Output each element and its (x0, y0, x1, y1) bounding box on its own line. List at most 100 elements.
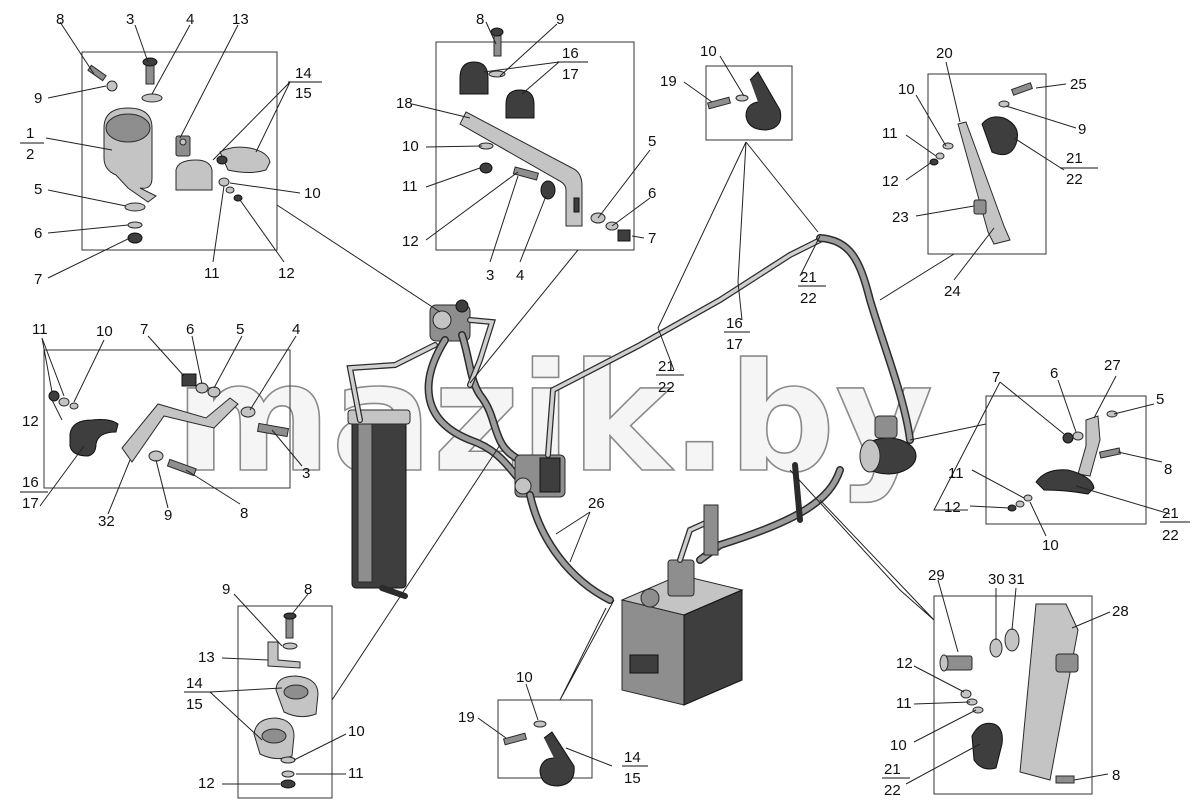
callout-9: 9 (222, 581, 230, 598)
callout-12: 12 (944, 499, 961, 516)
callout-7: 7 (34, 271, 42, 288)
box-top-center (411, 21, 651, 384)
callout-1: 1 (26, 125, 34, 142)
callout-2: 2 (26, 146, 34, 163)
callout-11: 11 (204, 265, 220, 282)
callout-10: 10 (700, 43, 717, 60)
callout-8: 8 (476, 11, 484, 28)
box-bottom-center (477, 599, 648, 787)
central-valve (514, 454, 566, 498)
callout-31: 31 (1008, 571, 1025, 588)
callout-14: 14 (186, 675, 203, 692)
callout-19: 19 (458, 709, 475, 726)
callout-22: 22 (1066, 171, 1083, 188)
callout-9: 9 (164, 507, 172, 524)
callout-21: 21 (658, 358, 675, 375)
callout-17: 17 (726, 336, 743, 353)
callout-29: 29 (928, 567, 945, 584)
callout-21: 21 (1162, 505, 1179, 522)
callout-25: 25 (1070, 76, 1087, 93)
callout-23: 23 (892, 209, 909, 226)
callout-8: 8 (304, 581, 312, 598)
callout-14: 14 (295, 65, 312, 82)
box-bottom-left (184, 444, 501, 799)
callout-10: 10 (516, 669, 533, 686)
callout-8: 8 (1112, 767, 1120, 784)
callout-10: 10 (304, 185, 321, 202)
callout-12: 12 (402, 233, 419, 250)
callout-17: 17 (562, 66, 579, 83)
callout-22: 22 (800, 290, 817, 307)
callout-5: 5 (34, 181, 42, 198)
callout-22: 22 (884, 782, 901, 799)
callout-17: 17 (22, 495, 39, 512)
hydraulic-tank (620, 504, 744, 706)
box-bottom-right (789, 469, 1111, 795)
callout-8: 8 (56, 11, 64, 28)
callout-20: 20 (936, 45, 953, 62)
callout-24: 24 (944, 283, 961, 300)
callout-6: 6 (186, 321, 194, 338)
callout-26: 26 (588, 495, 605, 512)
callout-12: 12 (278, 265, 295, 282)
cylinder (859, 415, 917, 475)
hose-callouts (555, 235, 826, 563)
callout-13: 13 (198, 649, 215, 666)
box-top-left (20, 21, 441, 313)
callout-13: 13 (232, 11, 249, 28)
callout-27: 27 (1104, 357, 1121, 374)
callout-7: 7 (648, 230, 656, 247)
callout-30: 30 (988, 571, 1005, 588)
callout-7: 7 (992, 369, 1000, 386)
callout-4: 4 (186, 11, 194, 28)
callout-16: 16 (22, 474, 39, 491)
callout-10: 10 (898, 81, 915, 98)
callout-10: 10 (1042, 537, 1059, 554)
callout-3: 3 (486, 267, 494, 284)
callout-10: 10 (402, 138, 419, 155)
callout-22: 22 (658, 379, 675, 396)
callout-15: 15 (295, 85, 312, 102)
callout-6: 6 (34, 225, 42, 242)
callout-10: 10 (96, 323, 113, 340)
callout-19: 19 (660, 73, 677, 90)
callout-4: 4 (292, 321, 300, 338)
callout-9: 9 (34, 90, 42, 107)
callout-28: 28 (1112, 603, 1129, 620)
callout-12: 12 (896, 655, 913, 672)
callout-9: 9 (1078, 121, 1086, 138)
box-middle-left (20, 335, 303, 515)
callout-8: 8 (240, 505, 248, 522)
callout-14: 14 (624, 749, 641, 766)
oil-cooler (346, 342, 438, 599)
callout-15: 15 (186, 696, 203, 713)
callout-12: 12 (882, 173, 899, 190)
watermark-text: mazik.by (175, 332, 933, 506)
main-assembly (346, 234, 917, 706)
callout-18: 18 (396, 95, 413, 112)
box-top-right (879, 61, 1098, 301)
callout-10: 10 (890, 737, 907, 754)
callout-21: 21 (884, 761, 901, 778)
callout-5: 5 (1156, 391, 1164, 408)
callout-11: 11 (882, 125, 898, 142)
callout-12: 12 (198, 775, 215, 792)
callout-21: 21 (800, 269, 817, 286)
callout-9: 9 (556, 11, 564, 28)
callout-10: 10 (348, 723, 365, 740)
callout-6: 6 (1050, 365, 1058, 382)
box-middle-right (909, 375, 1190, 537)
callout-5: 5 (236, 321, 244, 338)
callout-22: 22 (1162, 527, 1179, 544)
callout-16: 16 (562, 45, 579, 62)
callout-11: 11 (402, 178, 418, 195)
clamp-bracket-large (103, 107, 157, 203)
box-top-right-clip (657, 55, 819, 329)
callout-7: 7 (140, 321, 148, 338)
callout-12: 12 (22, 413, 39, 430)
callout-11: 11 (896, 695, 912, 712)
callout-8: 8 (1164, 461, 1172, 478)
callout-3: 3 (126, 11, 134, 28)
callout-11: 11 (32, 321, 48, 338)
